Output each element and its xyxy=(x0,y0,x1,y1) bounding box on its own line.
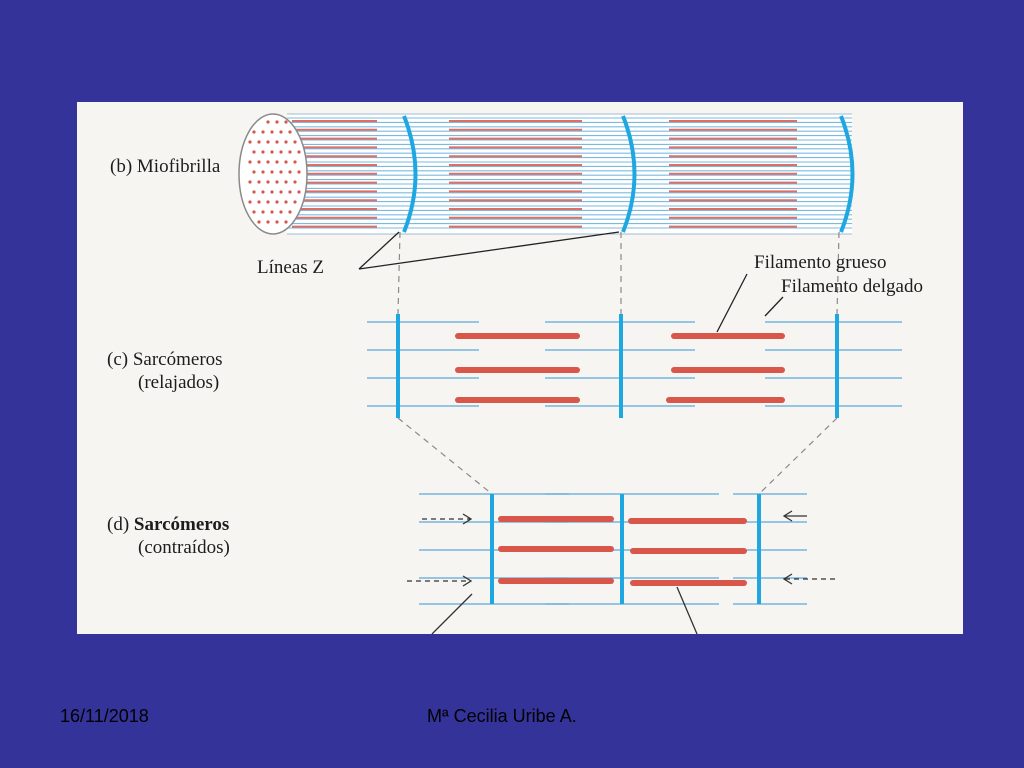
filament-dot xyxy=(266,220,270,224)
filament-dot xyxy=(270,210,274,214)
filament-dot xyxy=(248,160,252,164)
contracted-sarcomeres xyxy=(419,493,807,605)
filament-dot xyxy=(288,190,292,194)
filament-dot xyxy=(288,170,292,174)
z-line-2 xyxy=(621,115,637,233)
cross-section xyxy=(238,113,308,235)
filament-dot xyxy=(279,190,283,194)
filament-dot xyxy=(266,120,270,124)
label-myofibril: (b) Miofibrilla xyxy=(110,156,220,178)
filament-dot xyxy=(279,210,283,214)
sarcomere-figure: (b) Miofibrilla Líneas Z Filamento grues… xyxy=(77,102,963,634)
filament-dot xyxy=(252,170,256,174)
filament-dot xyxy=(252,190,256,194)
filament-dot xyxy=(279,150,283,154)
contraction-arrows xyxy=(407,510,837,634)
filament-dot xyxy=(261,130,265,134)
filament-dot xyxy=(257,180,261,184)
myofibril-cylinder xyxy=(238,113,855,235)
filament-dot xyxy=(284,200,288,204)
filament-dot xyxy=(288,210,292,214)
filament-dot xyxy=(257,200,261,204)
filament-dot xyxy=(275,160,279,164)
filament-dot xyxy=(261,170,265,174)
filament-dot xyxy=(257,160,261,164)
filament-dot xyxy=(288,130,292,134)
label-d-prefix: (d) xyxy=(107,514,130,535)
label-relaxed-sub: (relajados) xyxy=(138,372,220,393)
filament-dot xyxy=(297,150,301,154)
filament-dot xyxy=(284,120,288,124)
filament-dot xyxy=(266,200,270,204)
filament-dot xyxy=(270,190,274,194)
filament-dot xyxy=(257,220,261,224)
slide-date: 16/11/2018 xyxy=(60,706,149,726)
filament-dot xyxy=(270,150,274,154)
filament-dot xyxy=(284,160,288,164)
label-c-text: Sarcómeros xyxy=(132,349,223,370)
filament-dot xyxy=(270,130,274,134)
filament-dot xyxy=(297,170,301,174)
z-line-1 xyxy=(402,115,418,233)
filament-dot xyxy=(248,180,252,184)
filament-dot xyxy=(261,190,265,194)
filament-dot xyxy=(261,150,265,154)
filament-dot xyxy=(252,130,256,134)
label-contracted-sub: (contraídos) xyxy=(138,537,230,558)
filament-dot xyxy=(266,140,270,144)
filament-dot xyxy=(261,210,265,214)
filament-dot xyxy=(275,180,279,184)
filament-dot xyxy=(279,130,283,134)
filament-dot xyxy=(252,210,256,214)
label-contracted: (d) Sarcómeros xyxy=(107,514,229,536)
label-thick-filament: Filamento grueso xyxy=(754,252,887,273)
filament-dot xyxy=(275,220,279,224)
label-relaxed: (c) Sarcómeros xyxy=(107,349,223,371)
label-b-prefix: (b) xyxy=(110,156,133,177)
label-d-text: Sarcómeros xyxy=(133,514,230,535)
filament-dot xyxy=(257,140,261,144)
filament-dot xyxy=(297,190,301,194)
projection-lines xyxy=(397,231,840,495)
filament-dot xyxy=(252,150,256,154)
filament-dot xyxy=(293,160,297,164)
filament-dot xyxy=(293,200,297,204)
filament-dot xyxy=(279,170,283,174)
filament-dot xyxy=(248,200,252,204)
filament-dot xyxy=(275,200,279,204)
filament-dot xyxy=(293,180,297,184)
pointer-lines xyxy=(358,231,784,333)
filament-dot xyxy=(266,180,270,184)
sarcomere-diagram xyxy=(238,113,902,634)
label-thin-filament: Filamento delgado xyxy=(781,276,923,297)
filament-dot xyxy=(270,170,274,174)
filament-dot xyxy=(266,160,270,164)
relaxed-sarcomeres xyxy=(367,314,902,418)
filament-dot xyxy=(284,140,288,144)
filament-dot xyxy=(293,140,297,144)
slide-author: Mª Cecilia Uribe A. xyxy=(427,706,577,726)
filament-dot xyxy=(284,220,288,224)
filament-dot xyxy=(275,140,279,144)
filament-dot xyxy=(284,180,288,184)
filament-dot xyxy=(275,120,279,124)
label-c-prefix: (c) xyxy=(107,349,129,370)
label-b-text: Miofibrilla xyxy=(136,156,221,177)
filament-dot xyxy=(248,140,252,144)
filament-dot xyxy=(288,150,292,154)
z-line-3 xyxy=(839,115,855,233)
label-z-lines: Líneas Z xyxy=(257,257,325,278)
